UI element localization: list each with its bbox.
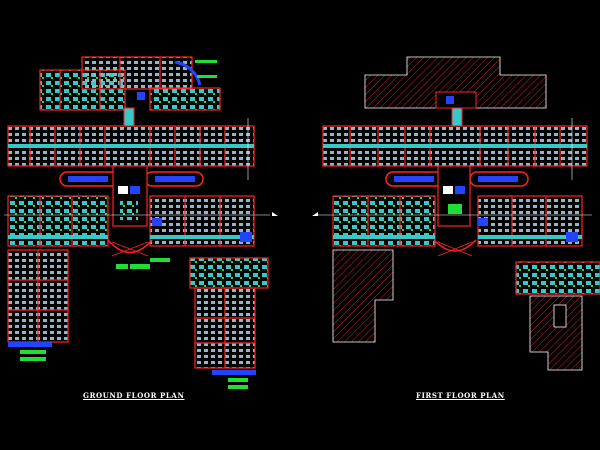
first-lower-right-wing xyxy=(515,261,600,295)
ground-lower-right-wing xyxy=(189,257,269,369)
first-roof-lower-right xyxy=(529,295,583,371)
first-floor-plan xyxy=(318,56,600,371)
first-roof-top xyxy=(364,56,547,109)
first-floor-plan-title: FIRST FLOOR PLAN xyxy=(416,391,505,400)
ground-floor-plan xyxy=(4,56,270,389)
first-roof-lower-left xyxy=(332,249,394,343)
ground-lower-left-wing xyxy=(7,249,69,343)
ground-floor-plan-title: GROUND FLOOR PLAN xyxy=(83,391,185,400)
ground-top-wing xyxy=(39,56,221,111)
